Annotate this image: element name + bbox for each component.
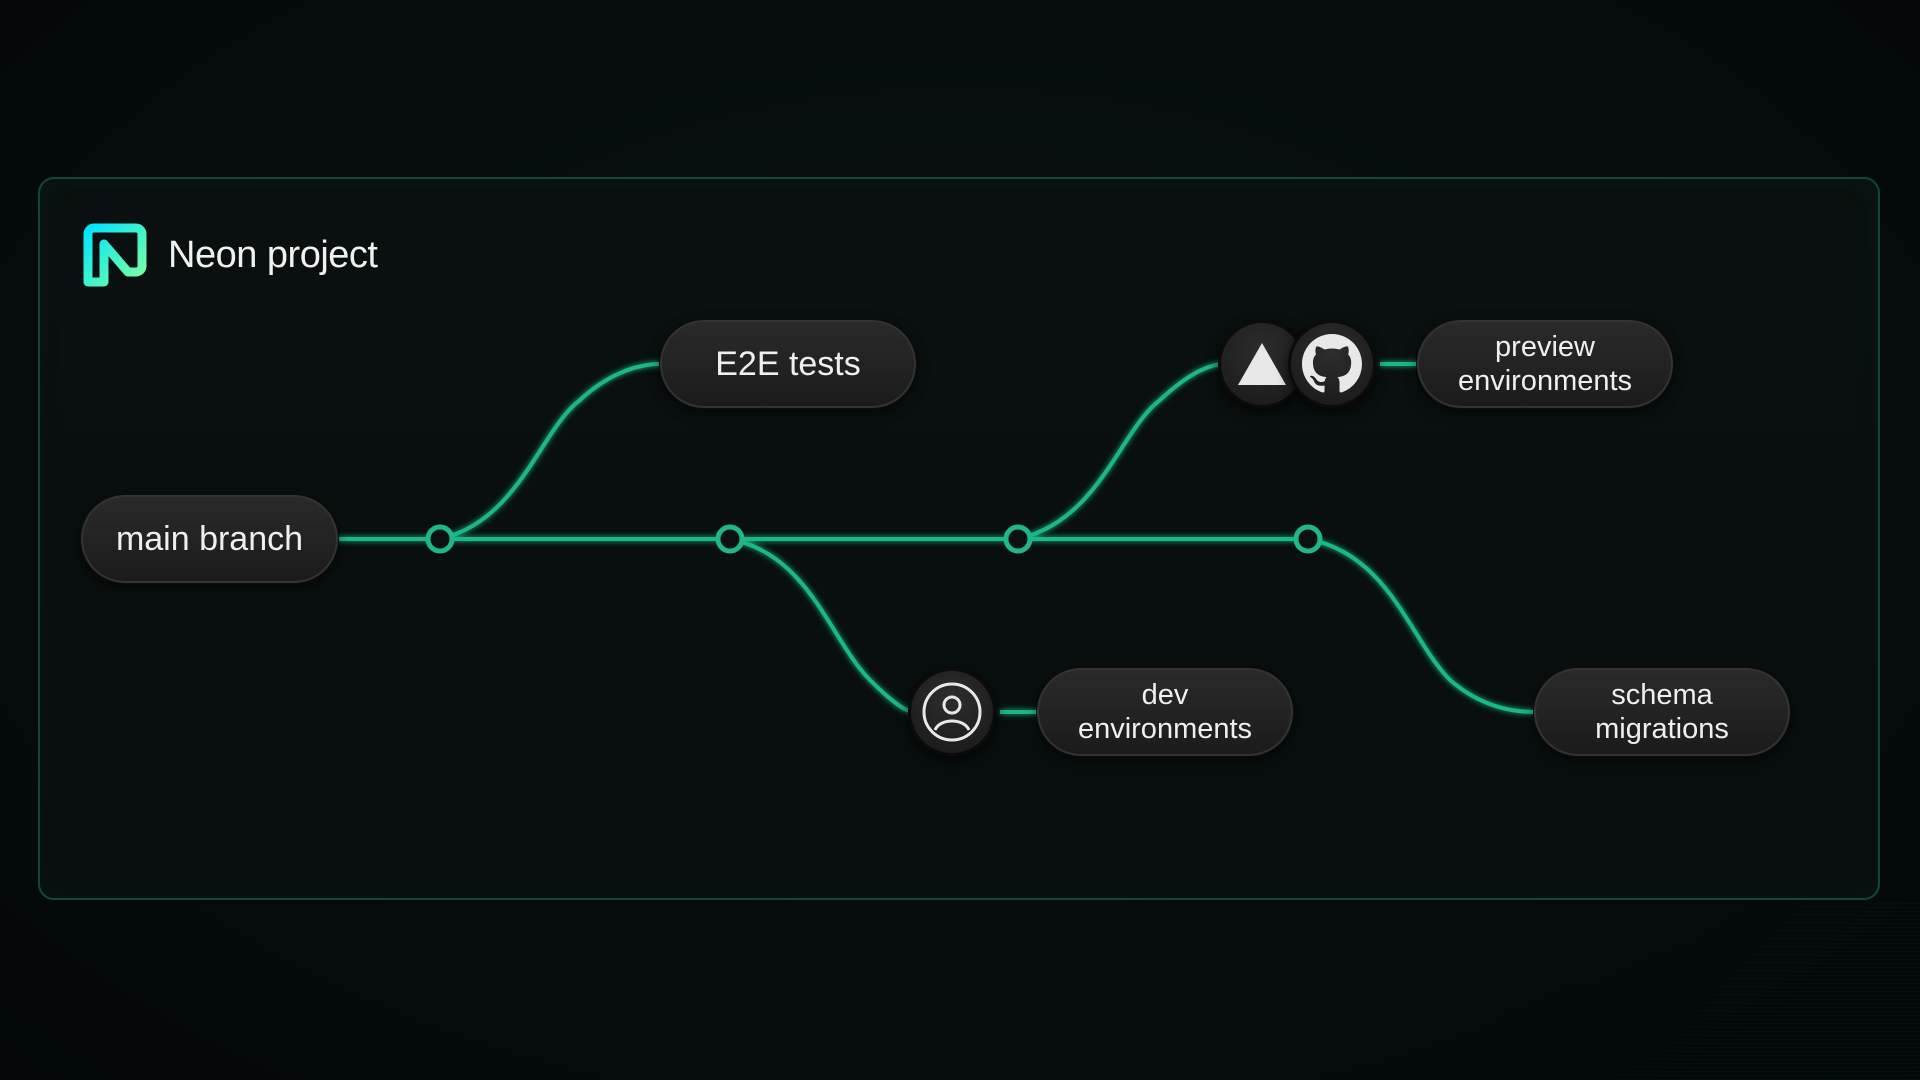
- node-preview-environments[interactable]: preview environments: [1417, 320, 1673, 408]
- branch-point-schema: [1293, 524, 1323, 554]
- user-badge: [908, 668, 996, 756]
- branch-schema-line: [1307, 537, 1536, 714]
- node-dev-label-line2: environments: [1077, 713, 1253, 745]
- node-dev-label-line1: dev: [1141, 679, 1189, 711]
- project-title: Neon project: [168, 233, 378, 276]
- node-schema-label-line2: migrations: [1595, 713, 1729, 745]
- branch-preview-line: [1017, 362, 1226, 541]
- node-main-branch-label: main branch: [115, 519, 304, 558]
- node-main-branch[interactable]: main branch: [81, 495, 338, 583]
- branch-point-e2e: [425, 524, 455, 554]
- node-schema-label-line1: schema: [1611, 679, 1713, 711]
- branch-e2e-line: [439, 362, 661, 541]
- github-badge: [1288, 320, 1376, 408]
- branch-point-dev: [715, 524, 745, 554]
- node-dev-environments[interactable]: dev environments: [1037, 668, 1293, 756]
- node-preview-label-line1: preview: [1495, 331, 1595, 363]
- node-schema-migrations[interactable]: schema migrations: [1534, 668, 1790, 756]
- github-icon: [1302, 334, 1362, 393]
- node-e2e-tests-label: E2E tests: [715, 344, 861, 383]
- node-preview-label-line2: environments: [1457, 365, 1633, 397]
- background-stripes: [1400, 900, 1920, 1080]
- user-icon: [922, 682, 982, 742]
- project-header: Neon project: [82, 222, 378, 288]
- neon-logo-icon: [83, 223, 147, 287]
- node-e2e-tests[interactable]: E2E tests: [660, 320, 916, 408]
- vercel-triangle-icon: [1238, 343, 1286, 385]
- branch-point-preview: [1003, 524, 1033, 554]
- branch-dev-line: [729, 537, 916, 714]
